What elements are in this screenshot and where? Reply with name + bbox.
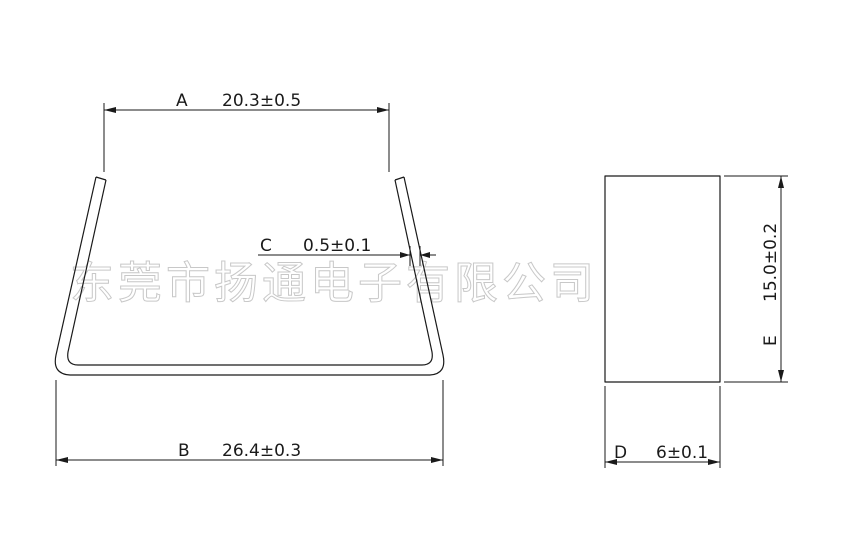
dimension-e-letter: E — [761, 335, 781, 346]
watermark-text: 东莞市扬通电子有限公司 — [70, 258, 598, 309]
clip-outer-outline — [54, 176, 445, 376]
dimension-c-letter: C — [260, 236, 272, 256]
dimension-d-letter: D — [614, 443, 627, 463]
dimension-e-value: 15.0±0.2 — [761, 223, 781, 302]
clip-left-end — [95, 176, 107, 181]
dimension-a-letter: A — [176, 91, 188, 111]
dimension-d-value: 6±0.1 — [656, 443, 708, 463]
clip-inner-outline — [67, 179, 433, 366]
clip-right-end — [394, 176, 405, 181]
dimension-c: C 0.5±0.1 — [258, 236, 436, 266]
clip-front-view — [54, 176, 445, 376]
side-view-rectangle — [604, 175, 721, 383]
dimension-d: D 6±0.1 — [604, 386, 721, 468]
dimension-e: E 15.0±0.2 — [724, 175, 788, 383]
dimension-a: A 20.3±0.5 — [103, 91, 390, 172]
dimension-b-letter: B — [178, 441, 190, 461]
clip-side-view — [604, 175, 721, 383]
dimension-c-value: 0.5±0.1 — [303, 236, 371, 256]
dimension-a-value: 20.3±0.5 — [222, 91, 301, 111]
dimension-b-value: 26.4±0.3 — [222, 441, 301, 461]
dimension-b: B 26.4±0.3 — [55, 380, 444, 466]
